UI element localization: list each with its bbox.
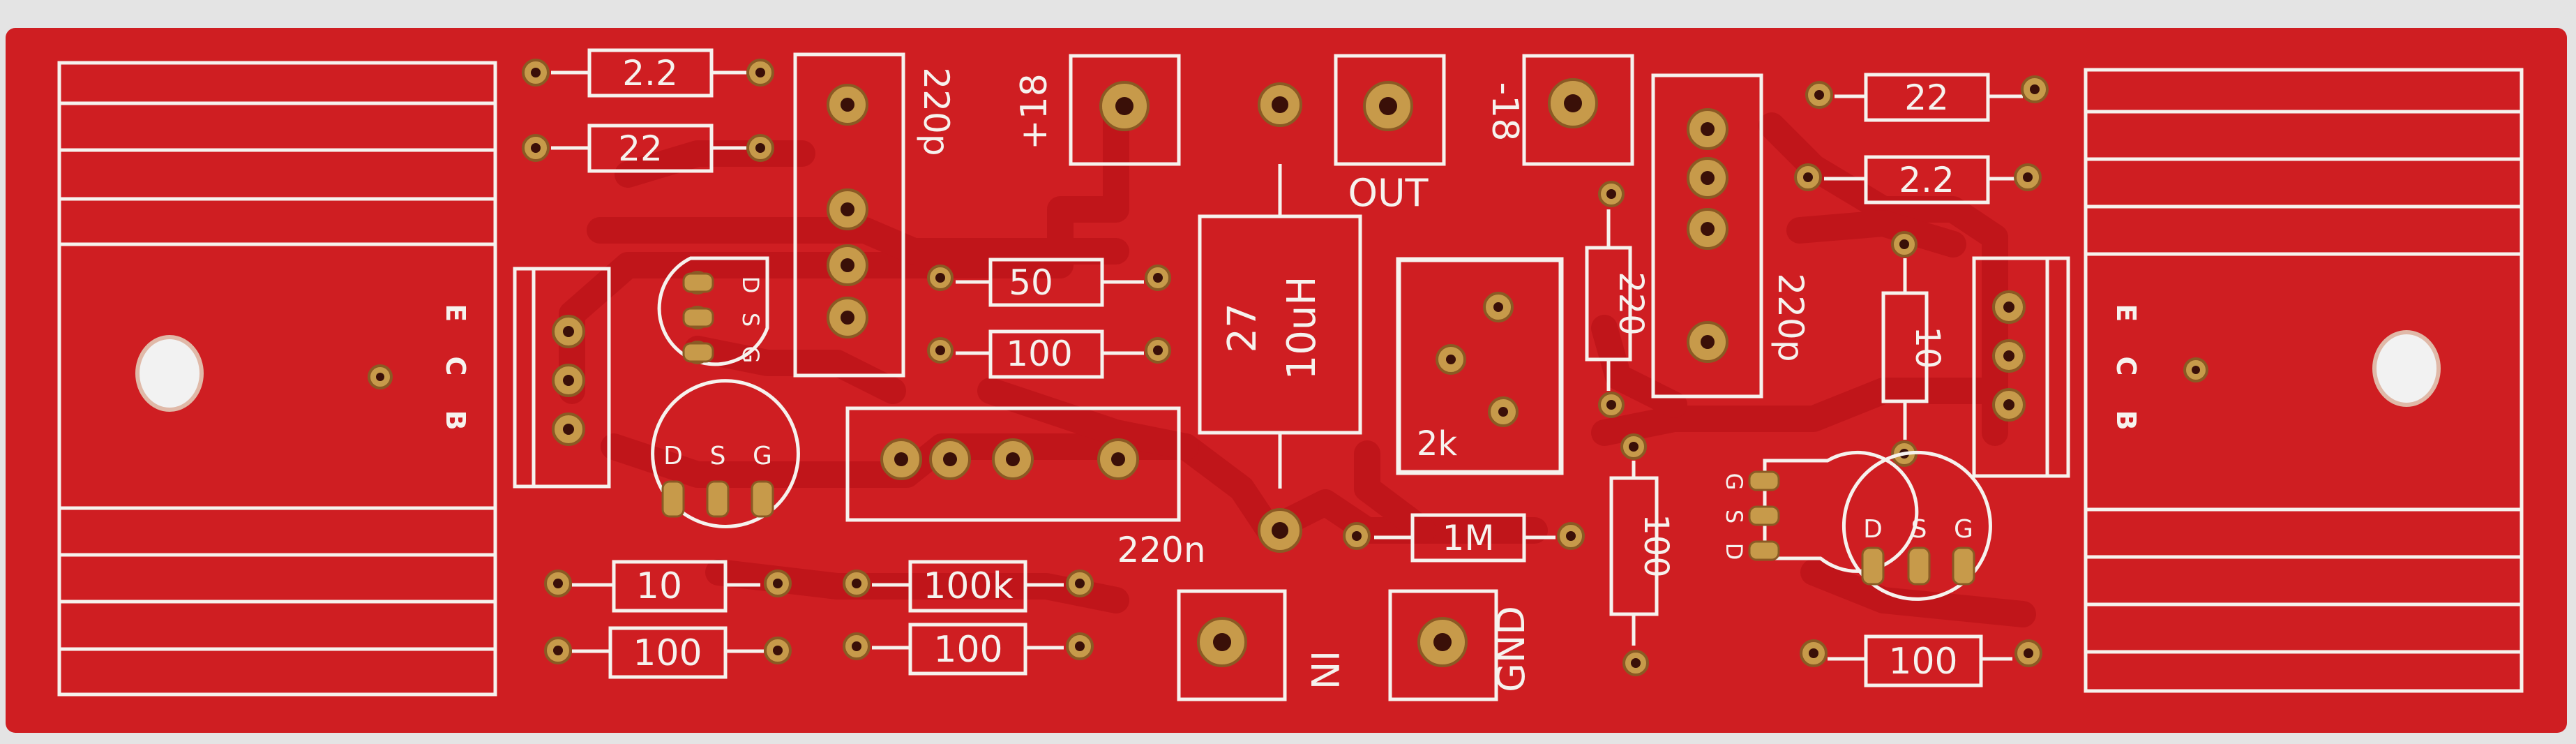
- fet-left-lower-g: G: [753, 442, 772, 470]
- fet-right-lower-s: S: [1911, 515, 1927, 544]
- fet-right-mid-g: G: [1721, 473, 1747, 491]
- resistor-10-vertical-label: 10: [1908, 326, 1947, 369]
- resistor-220-vertical-label: 220: [1611, 271, 1650, 336]
- fet-left-lower-s: S: [710, 442, 726, 470]
- capacitor-220p-right: [1651, 73, 1763, 399]
- fet-left-upper-d: D: [737, 276, 764, 294]
- fet-left-upper: [657, 256, 769, 366]
- resistor-10-bottom-label: 10: [636, 565, 682, 607]
- trimmer-2k: [1396, 257, 1564, 475]
- inductor-10uh-label: 10uH: [1279, 276, 1325, 380]
- resistor-2-2-right-label: 2.2: [1899, 160, 1954, 200]
- resistor-2-2-right: [1794, 155, 2042, 204]
- resistor-100-mid-label: 100: [1006, 334, 1072, 374]
- trimmer-2k-label: 2k: [1417, 424, 1458, 463]
- capacitor-220n: [845, 406, 1181, 522]
- terminal-minus18: [1522, 54, 1634, 166]
- resistor-100k-label: 100k: [923, 565, 1013, 607]
- terminal-plus18: [1069, 54, 1181, 166]
- resistor-100-bottom-mid: [843, 623, 1094, 676]
- resistor-100-bottom-right: [1800, 634, 2042, 687]
- terminal-out: [1334, 54, 1446, 166]
- terminal-gnd: [1388, 589, 1498, 701]
- resistor-100-mid: [927, 329, 1171, 379]
- resistor-10-vertical: [1881, 231, 1929, 467]
- capacitor-220p-left: [793, 52, 905, 378]
- terminal-gnd-label: GND: [1489, 606, 1533, 692]
- resistor-10-bottom: [544, 560, 792, 613]
- inductor: [1198, 82, 1362, 553]
- capacitor-220p-right-label: 220p: [1770, 273, 1811, 362]
- terminal-minus18-label: -18: [1484, 82, 1526, 142]
- fet-right-mid: [1748, 450, 1919, 573]
- resistor-100k: [843, 560, 1094, 613]
- fet-right-lower-d: D: [1863, 515, 1883, 544]
- resistor-22-left: [522, 124, 774, 173]
- fet-right-lower: [1841, 450, 1992, 601]
- terminal-in: [1177, 589, 1287, 701]
- fet-right-lower-g: G: [1954, 515, 1973, 544]
- resistor-100-bottom-left: [544, 626, 792, 679]
- resistor-100-bottom-right-label: 100: [1888, 641, 1957, 683]
- fet-left-upper-s: S: [737, 313, 764, 327]
- fet-left-lower: [651, 379, 800, 528]
- resistor-22-right: [1805, 73, 2049, 122]
- heatsink-left: [57, 61, 497, 697]
- resistor-1m: [1343, 513, 1585, 563]
- transistor-footprint-right: [1972, 256, 2070, 478]
- resistor-22-right-label: 22: [1904, 77, 1949, 118]
- heatsink-right: [2084, 68, 2524, 693]
- capacitor-220n-label: 220n: [1117, 530, 1205, 570]
- inductor-27-label: 27: [1220, 303, 1265, 352]
- terminal-plus18-label: +18: [1014, 73, 1055, 150]
- fet-left-lower-d: D: [663, 442, 683, 470]
- resistor-100-vertical-label: 100: [1636, 514, 1675, 578]
- resistor-22-left-label: 22: [618, 128, 663, 169]
- ecb-label-right: E C B: [2111, 304, 2141, 442]
- resistor-1m-label: 1M: [1443, 518, 1495, 558]
- resistor-100-bottom-mid-label: 100: [933, 629, 1002, 671]
- resistor-100-vertical: [1609, 433, 1659, 676]
- resistor-100-bottom-left-label: 100: [633, 632, 702, 674]
- capacitor-220p-left-label: 220p: [916, 67, 956, 156]
- resistor-2-2-left: [522, 48, 774, 98]
- resistor-2-2-left-label: 2.2: [622, 53, 678, 94]
- terminal-out-label: OUT: [1348, 171, 1429, 215]
- resistor-50: [927, 258, 1171, 307]
- resistor-50-label: 50: [1009, 262, 1053, 303]
- fet-right-mid-d: D: [1721, 543, 1747, 560]
- terminal-in-label: IN: [1302, 650, 1346, 690]
- ecb-label-left: E C B: [440, 304, 471, 442]
- transistor-footprint-left: [513, 267, 611, 489]
- resistor-220-vertical: [1585, 181, 1632, 418]
- fet-left-upper-g: G: [737, 346, 764, 364]
- fet-right-mid-s: S: [1721, 509, 1747, 523]
